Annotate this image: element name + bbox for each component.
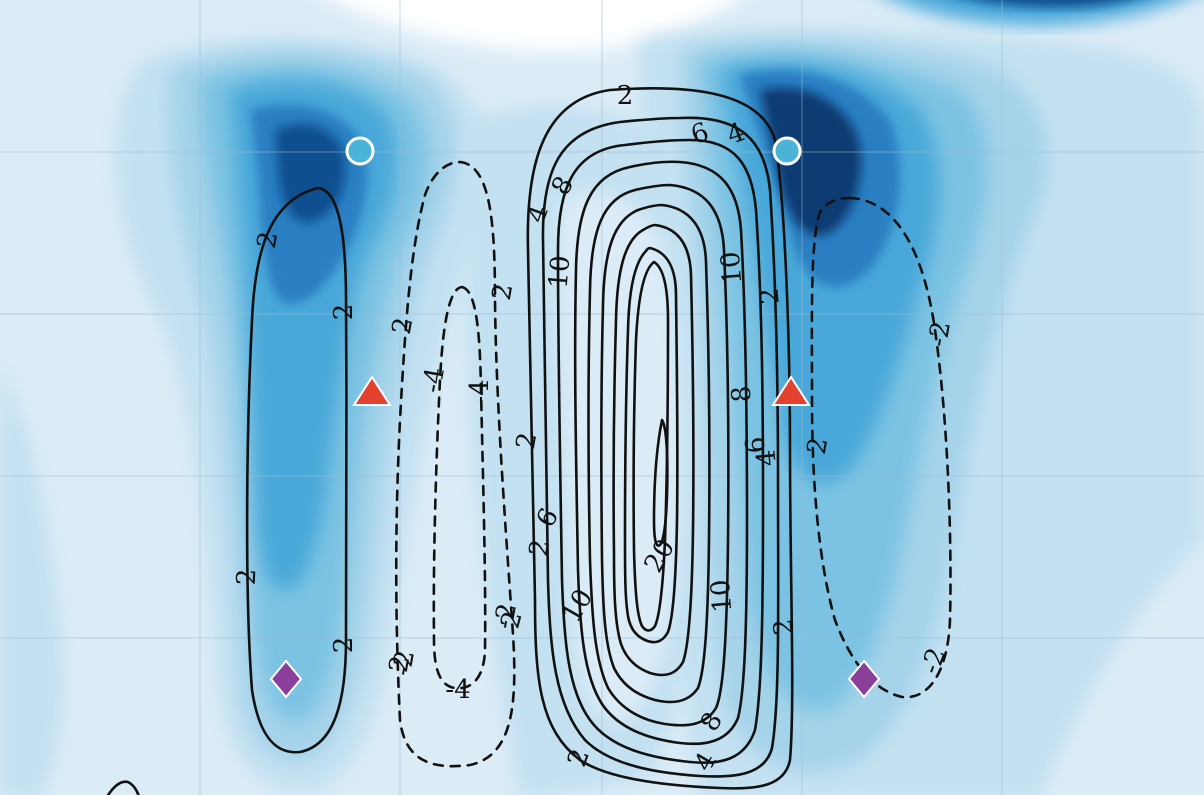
filled-region-right-l6: [760, 87, 861, 236]
contour-label-text: 2: [495, 608, 528, 632]
contour-left-positive-2: [245, 186, 348, 754]
contour-lines: [106, 86, 952, 795]
contour-label-text: -2: [489, 601, 523, 631]
contour-label-text: 2: [487, 281, 519, 303]
contour-center-positive-14: [623, 246, 679, 644]
contour-label-text: 2: [802, 435, 834, 457]
marker-circle-right: [772, 136, 802, 166]
contour-center-positive-8: [587, 183, 730, 727]
contour-label-text: 2: [252, 229, 284, 251]
contour-label-text: 10: [544, 254, 577, 290]
contour-label: 2: [495, 608, 528, 632]
contour-label-text: 4: [751, 448, 782, 467]
marker-diamond-left: [269, 659, 303, 699]
contour-label: 2: [387, 315, 419, 337]
contour-label: 2: [252, 229, 284, 251]
contour-label: -4: [445, 675, 470, 705]
contour-label-text: 2: [384, 653, 416, 675]
filled-region-lower-left-whitish: [78, 488, 160, 795]
contour-label: 2: [232, 568, 263, 586]
contour-labels: 2 2 2 2 2 2 2 2 2 2 2 2 2 2 -2 -2 -4 -4 …: [232, 81, 957, 777]
contour-label: 4: [521, 201, 555, 227]
markers: [269, 136, 881, 699]
contour-center-positive-20: [652, 418, 669, 547]
contour-center-positive-16: [632, 260, 670, 632]
contour-label: 2: [329, 637, 359, 654]
contour-label-text: -2: [923, 319, 957, 349]
contour-label-text: -2: [387, 648, 421, 678]
filled-region-left-l6: [275, 124, 346, 223]
contour-label-text: 10: [706, 578, 739, 614]
contour-center-positive-12: [612, 223, 695, 677]
marker-circle-left: [345, 136, 375, 166]
contour-label: -2: [489, 601, 523, 631]
contour-label: 8: [726, 384, 757, 403]
contour-label-text: 2: [617, 81, 634, 111]
contour-label-text: 2: [524, 537, 556, 559]
contour-label-text: -4: [445, 675, 470, 705]
contour-center-positive-10: [600, 203, 711, 704]
contour-label: 2: [617, 81, 634, 111]
contour-label-text: 2: [232, 568, 263, 586]
contour-label-text: 2: [329, 637, 359, 654]
marker-diamond-right: [847, 659, 881, 699]
contour-center-positive-2: [526, 86, 794, 790]
contour-label: 2: [754, 286, 785, 305]
contour-label: -4: [465, 379, 495, 404]
contour-center-positive-4b: [556, 138, 765, 765]
contour-left-negative-4: [432, 285, 487, 690]
contour-label: 2: [802, 435, 834, 457]
contour-label-text: -4: [465, 379, 495, 404]
contour-label-text: 8: [726, 384, 757, 403]
contour-label: 2: [562, 745, 596, 771]
contour-label: 10: [716, 250, 749, 286]
contour-label-text: 2: [387, 315, 419, 337]
contour-label: 6: [687, 117, 713, 151]
contour-center-positive-6: [573, 160, 749, 746]
contour-label-text: 2: [329, 304, 359, 321]
filled-region-top-right: [896, 0, 1180, 26]
contour-label: 10: [706, 578, 739, 614]
contour-label-text: 2: [754, 286, 785, 305]
contour-label-text: 6: [740, 435, 771, 454]
contour-label: 2: [329, 304, 359, 321]
contour-label: -4: [417, 365, 451, 395]
contour-label: 6: [740, 435, 771, 454]
contour-label: 4: [723, 117, 749, 151]
contour-label: -2: [387, 648, 421, 678]
marker-triangle-left: [352, 375, 392, 406]
filled-region-lower-left-pale: [0, 360, 64, 795]
contour-right-negative-2: [810, 196, 952, 699]
contour-label: 4: [751, 448, 782, 467]
contour-label: 2: [524, 537, 556, 559]
contour-center-positive-4a: [541, 116, 780, 778]
contour-label: 2: [487, 281, 519, 303]
contour-bottom-left-fragment: [106, 780, 140, 795]
contour-label: 2: [511, 430, 543, 452]
contour-label: -2: [923, 319, 957, 349]
contour-label: 10: [544, 254, 577, 290]
contour-label-text: 2: [511, 430, 543, 452]
contour-left-negative-2: [394, 160, 516, 768]
contour-label: 2: [768, 617, 799, 636]
filled-region-top-right-dark: [975, 0, 1129, 8]
contour-label-text: -4: [417, 365, 451, 395]
marker-triangle-right: [771, 375, 811, 406]
contour-label-text: 2: [768, 617, 799, 636]
filled-region-top-white: [334, 0, 734, 52]
contour-label: 2: [384, 653, 416, 675]
contour-label-text: 10: [716, 250, 749, 286]
